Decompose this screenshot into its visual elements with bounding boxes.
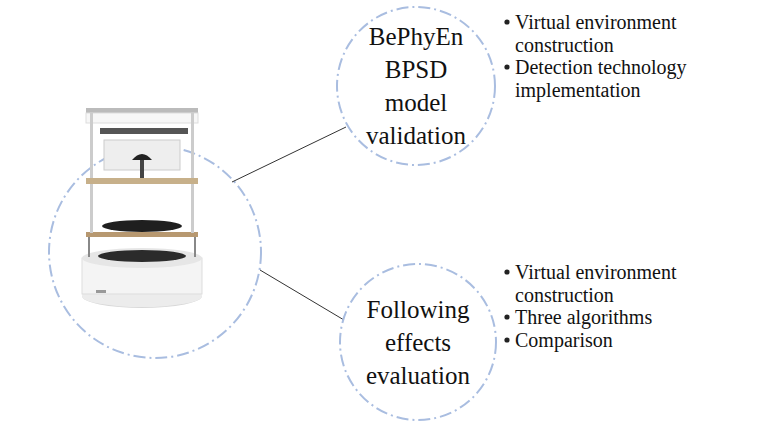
connector-line	[260, 270, 344, 320]
circle-outline	[340, 264, 496, 420]
node-title: BePhyEn BPSD model validation	[357, 20, 475, 152]
bullet-text: Virtual environment construction	[515, 11, 765, 56]
robot-circle	[49, 146, 261, 358]
circle-node: Following effects evaluation	[339, 263, 497, 421]
bullet-dot	[504, 19, 509, 342]
bullet-text: Virtual environment construction	[515, 261, 765, 306]
robot-picture	[82, 108, 202, 308]
node-title: Following effects evaluation	[359, 293, 477, 392]
connector-line	[232, 127, 346, 182]
circle-node: BePhyEn BPSD model validation	[336, 6, 496, 166]
bullet-text: Detection technology implementation	[515, 56, 765, 101]
bullet-text: Three algorithms	[515, 306, 765, 329]
text-wrap: Following effects evaluation	[359, 293, 477, 392]
text-wrap: BePhyEn BPSD model validation	[357, 20, 475, 152]
bullet-text: Comparison	[515, 329, 765, 352]
circle-outline	[337, 7, 495, 165]
